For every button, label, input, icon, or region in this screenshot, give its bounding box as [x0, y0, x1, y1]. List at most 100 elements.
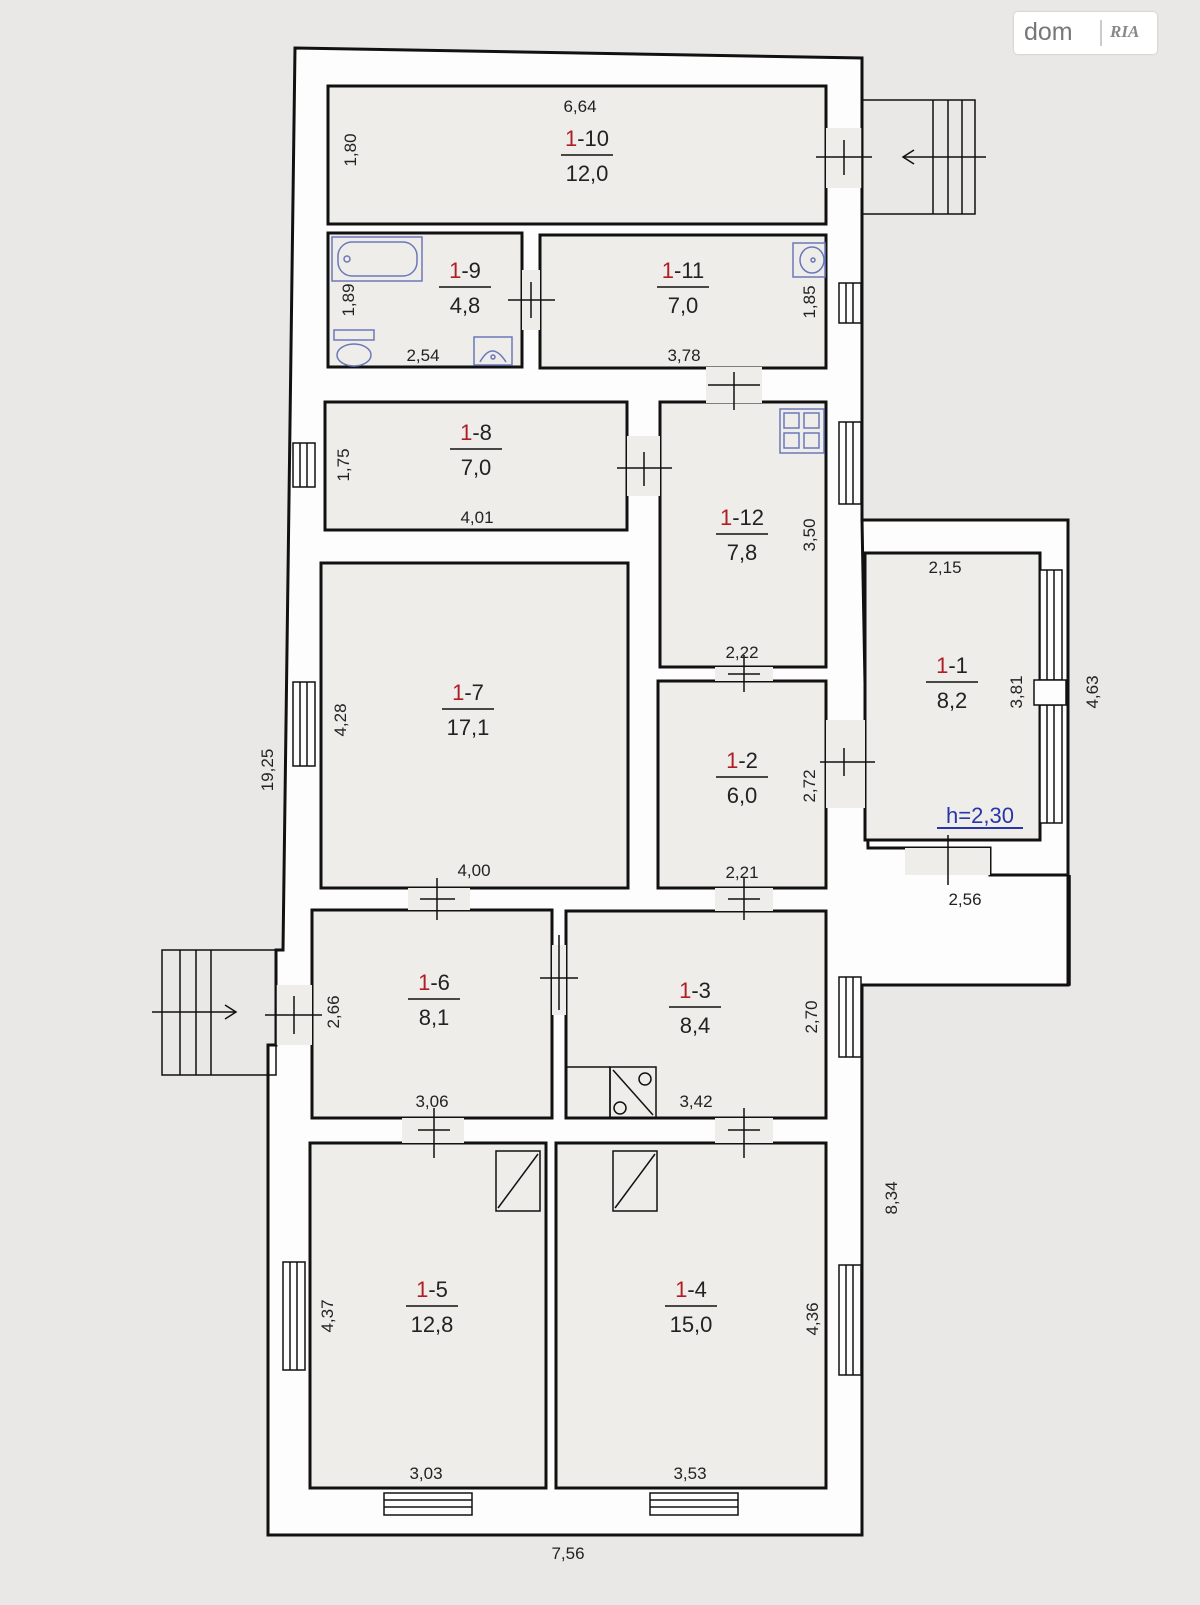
dim-r5-height: 4,37 [318, 1299, 337, 1332]
room-code-suffix: -7 [464, 680, 484, 705]
dim-r3-height: 2,70 [802, 1000, 821, 1033]
dim-r12-width: 2,22 [725, 643, 758, 662]
watermark-dom-text: dom [1024, 18, 1073, 46]
dim-r1-height: 3,81 [1007, 675, 1026, 708]
room-code-prefix: 1 [726, 748, 738, 773]
room-1-1 [863, 551, 1042, 842]
room-code-suffix: -2 [738, 748, 758, 773]
room-1-11 [538, 233, 828, 370]
dim-r3-width: 3,42 [679, 1092, 712, 1111]
room-1-4 [554, 1141, 828, 1490]
room-code-prefix: 1 [452, 680, 464, 705]
room-code-suffix: -3 [691, 978, 711, 1003]
room-code-1-4: 1-4 [675, 1277, 707, 1302]
room-code-suffix: -11 [674, 258, 704, 283]
dim-r11-height: 1,85 [800, 285, 819, 318]
room-code-1-6: 1-6 [418, 970, 450, 995]
room-code-prefix: 1 [679, 978, 691, 1003]
room-code-prefix: 1 [449, 258, 461, 283]
stove-icon [779, 408, 825, 454]
dim-r1-outer-width: 2,56 [948, 890, 981, 909]
room-area-1-7: 17,1 [447, 715, 490, 740]
room-code-suffix: -10 [577, 126, 609, 151]
heater-icon [495, 1150, 658, 1212]
dim-r2-height: 2,72 [800, 769, 819, 802]
dim-r11-width: 3,78 [667, 346, 700, 365]
room-area-1-12: 7,8 [727, 540, 758, 565]
dim-r6-width: 3,06 [415, 1092, 448, 1111]
entrance-steps-top [861, 99, 986, 215]
dim-r2-width: 2,21 [725, 863, 758, 882]
room-code-suffix: -6 [430, 970, 450, 995]
room-code-suffix: -4 [687, 1277, 707, 1302]
room-area-1-6: 8,1 [419, 1005, 450, 1030]
dim-total-height: 19,25 [258, 749, 277, 792]
room-code-1-11: 1-11 [662, 258, 704, 283]
room-area-1-10: 12,0 [566, 161, 609, 186]
dim-r8-width: 4,01 [460, 508, 493, 527]
rooms [308, 84, 1042, 1490]
dimension-labels: 6,64 1,80 1,89 2,54 1,85 3,78 1,75 4,01 … [258, 97, 1102, 1563]
room-code-prefix: 1 [720, 505, 732, 530]
dim-r7-width: 4,00 [457, 861, 490, 880]
door-marks [265, 140, 949, 1158]
dim-r1-outer-height: 4,63 [1083, 675, 1102, 708]
dim-r1-width: 2,15 [928, 558, 961, 577]
room-1-8 [323, 400, 629, 532]
room-area-1-3: 8,4 [680, 1013, 711, 1038]
room-area-1-2: 6,0 [727, 783, 758, 808]
dim-total-width: 7,56 [551, 1544, 584, 1563]
room-code-prefix: 1 [460, 420, 472, 445]
dim-r10-width: 6,64 [563, 97, 596, 116]
room-area-1-1: 8,2 [937, 688, 968, 713]
room-code-1-1: 1-1 [936, 653, 968, 678]
room-code-prefix: 1 [565, 126, 577, 151]
room-code-1-12: 1-12 [720, 505, 764, 530]
dim-r10-height: 1,80 [341, 133, 360, 166]
room-code-suffix: -12 [732, 505, 764, 530]
room-code-1-8: 1-8 [460, 420, 492, 445]
room-1-5 [308, 1141, 548, 1490]
watermark-ria-logo: RIA [1100, 20, 1152, 46]
dim-right-height: 8,34 [882, 1181, 901, 1214]
sink-icon [792, 242, 826, 278]
entrance-steps-left [152, 949, 277, 1076]
room-code-prefix: 1 [662, 258, 674, 283]
domria-watermark: dom RIA [1014, 12, 1157, 54]
dim-r7-height: 4,28 [331, 703, 350, 736]
room-code-prefix: 1 [936, 653, 948, 678]
washbasin-icon [473, 336, 513, 366]
dim-r9-width: 2,54 [406, 346, 439, 365]
room-area-1-9: 4,8 [450, 293, 481, 318]
watermark-ria-text: RIA [1110, 22, 1140, 41]
room-area-1-4: 15,0 [670, 1312, 713, 1337]
dim-r12-height: 3,50 [800, 518, 819, 551]
room-code-1-2: 1-2 [726, 748, 758, 773]
room-area-1-5: 12,8 [411, 1312, 454, 1337]
dim-r9-height: 1,89 [339, 283, 358, 316]
dim-r4-height: 4,36 [803, 1302, 822, 1335]
room-code-suffix: -8 [472, 420, 492, 445]
room-code-1-9: 1-9 [449, 258, 481, 283]
dim-r4-width: 3,53 [673, 1464, 706, 1483]
room-code-prefix: 1 [418, 970, 430, 995]
room-code-suffix: -1 [948, 653, 968, 678]
room-code-prefix: 1 [675, 1277, 687, 1302]
room-code-1-3: 1-3 [679, 978, 711, 1003]
room-code-suffix: -9 [461, 258, 481, 283]
room-area-1-11: 7,0 [668, 293, 699, 318]
room-area-1-8: 7,0 [461, 455, 492, 480]
room-code-1-5: 1-5 [416, 1277, 448, 1302]
bathtub-icon [331, 236, 423, 282]
room-code-1-10: 1-10 [565, 126, 609, 151]
toilet-icon [333, 329, 375, 367]
room-1-6 [310, 908, 554, 1120]
room-labels: 1-18,21-26,01-38,41-415,01-512,81-68,11-… [406, 126, 978, 1337]
dim-r6-height: 2,66 [324, 995, 343, 1028]
dim-r8-height: 1,75 [334, 448, 353, 481]
windows [282, 282, 1067, 1516]
room-code-prefix: 1 [416, 1277, 428, 1302]
dim-r5-width: 3,03 [409, 1464, 442, 1483]
